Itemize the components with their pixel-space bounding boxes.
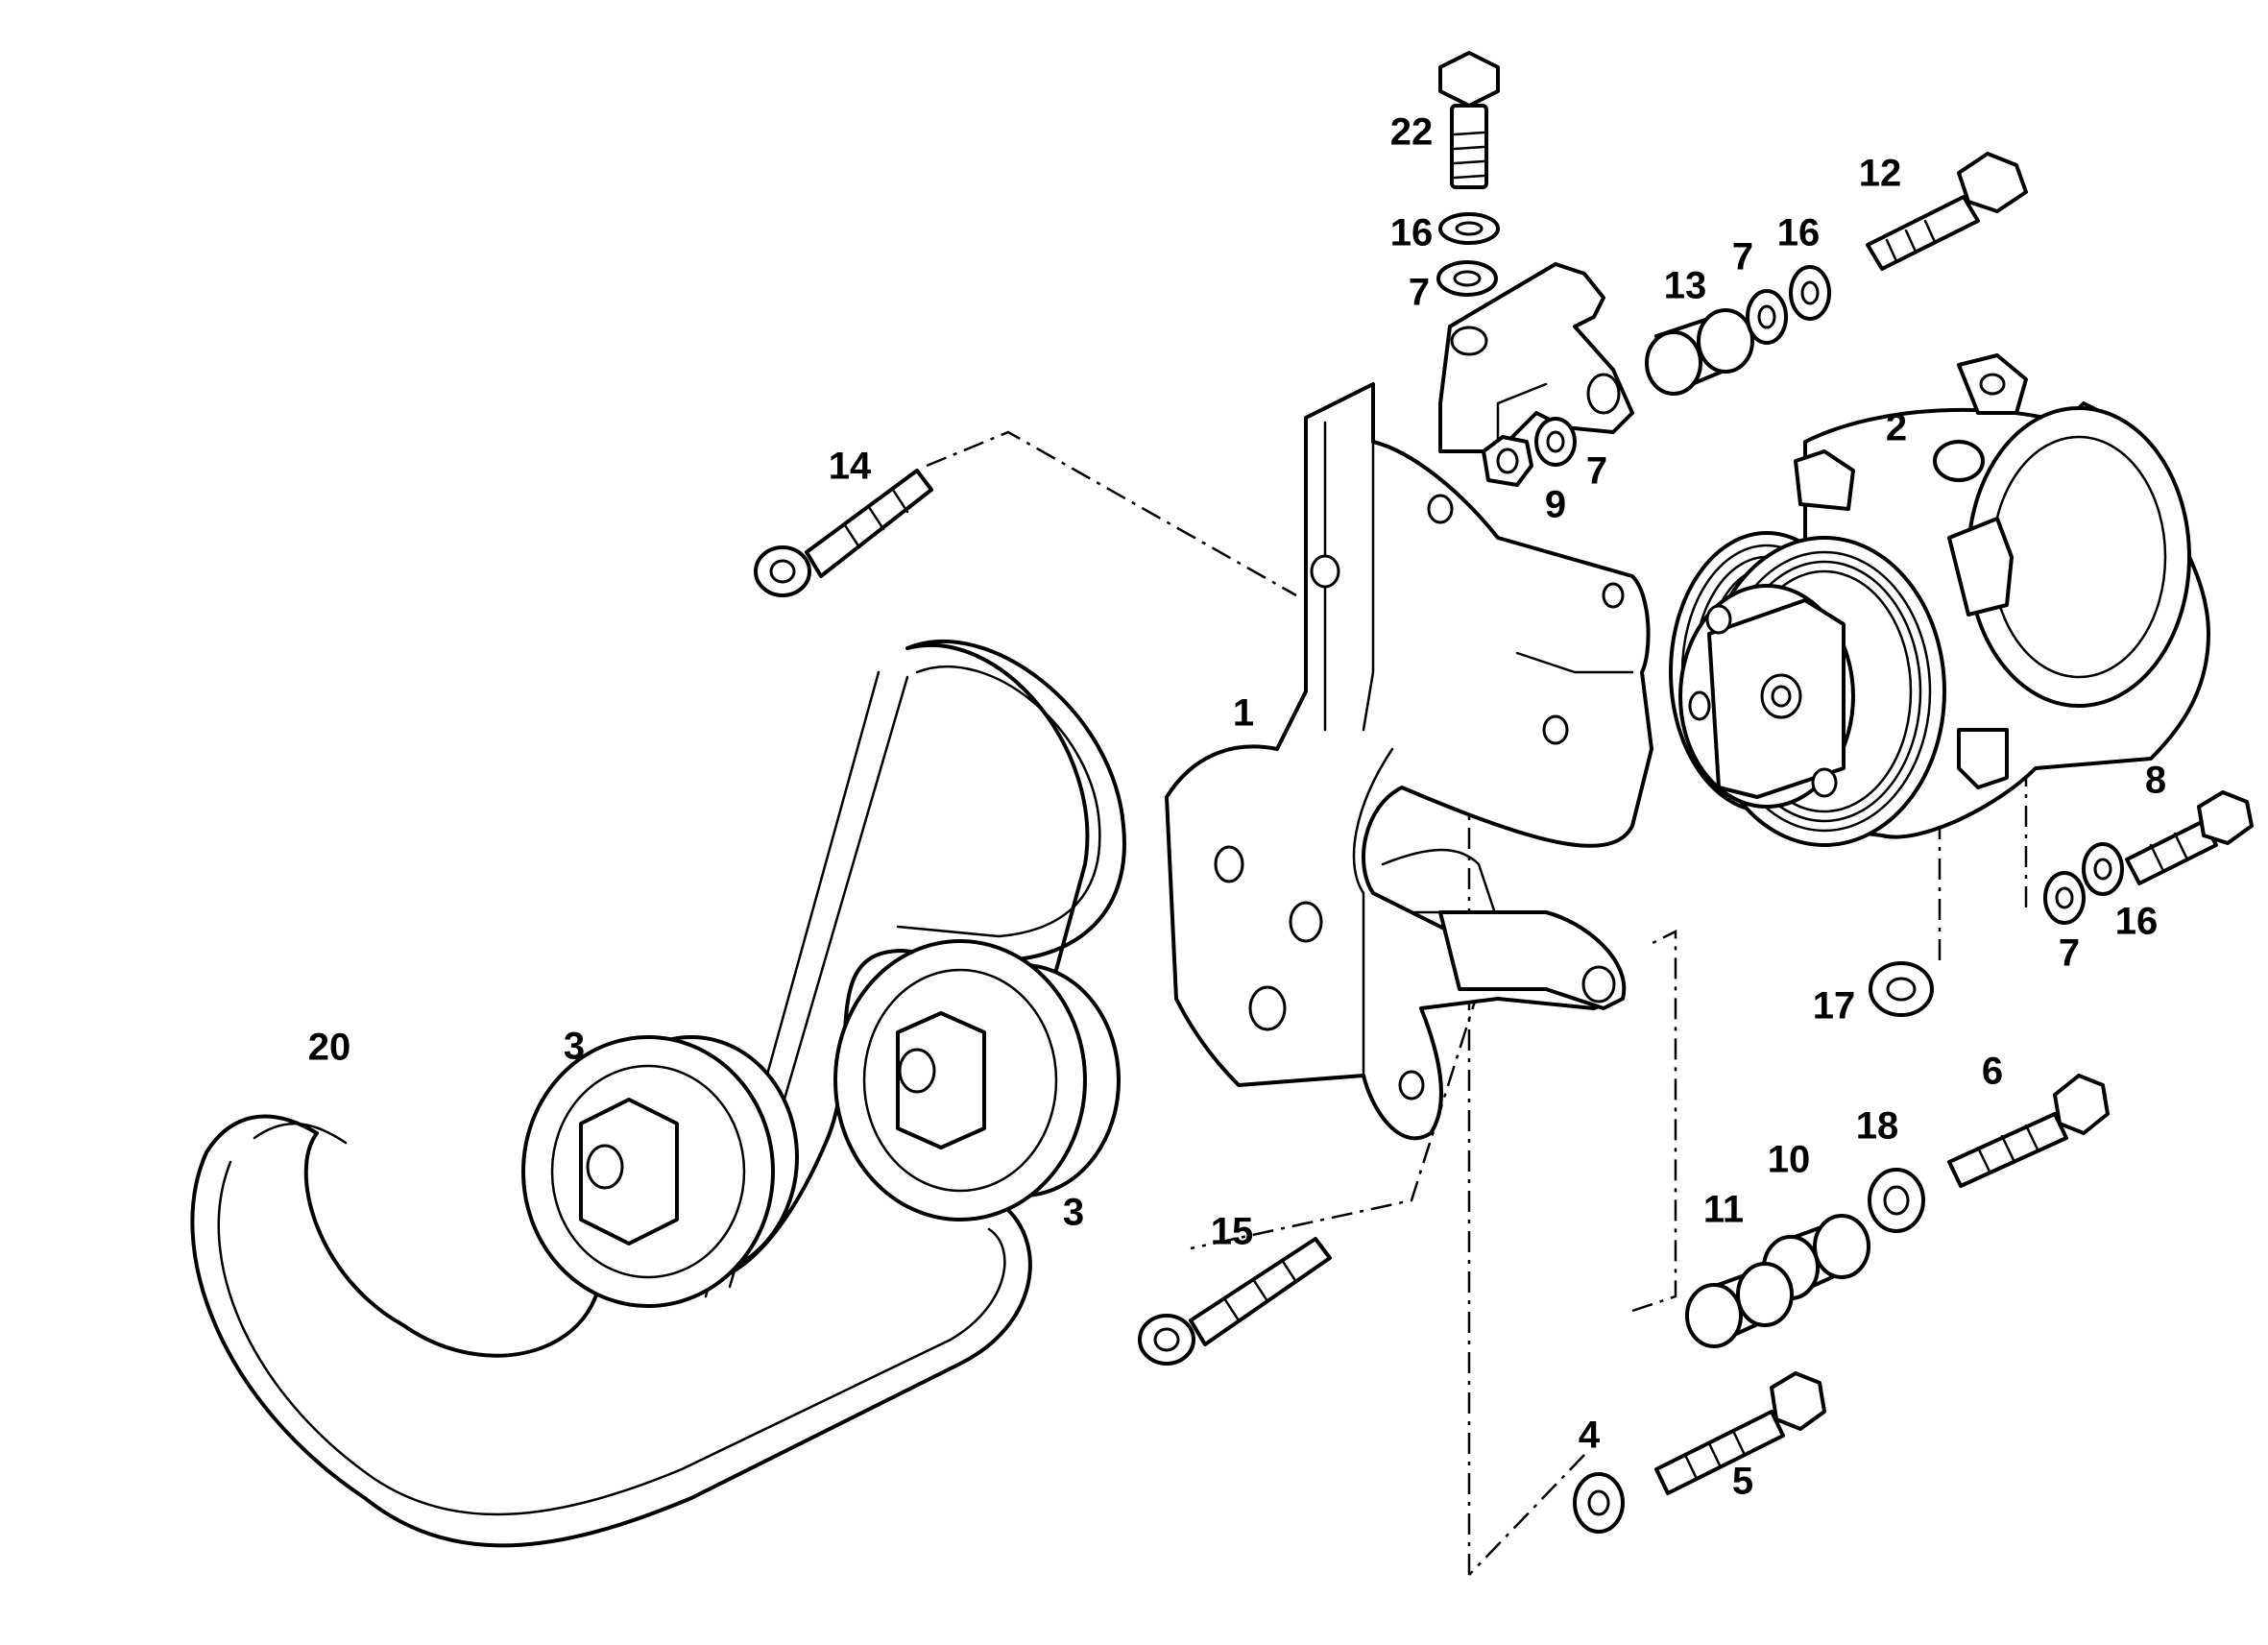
washer-18 [1868,1168,1925,1233]
callout-7-mid: 7 [1586,450,1607,493]
washer-7-upper-right [1746,289,1788,345]
callout-2: 2 [1886,407,1907,449]
callout-7-upper-right: 7 [1732,236,1753,278]
washer-4 [1573,1472,1625,1534]
bolt-14 [754,469,933,597]
callout-labels: 1 2 3 3 4 5 6 7 7 7 7 8 9 10 11 12 13 14… [308,111,2166,1503]
washer-16-upper-right [1789,265,1831,321]
callout-1: 1 [1233,692,1254,735]
bolt-12 [1866,152,2028,271]
callout-15: 15 [1211,1211,1254,1253]
callout-9: 9 [1545,484,1566,526]
idler-pulley-left [521,1035,799,1308]
callout-5: 5 [1732,1461,1753,1503]
spacer-10 [1762,1214,1870,1300]
bolt-15 [1138,1237,1332,1366]
callout-13: 13 [1664,265,1707,307]
callout-4: 4 [1579,1415,1601,1457]
bolt-22 [1438,51,1500,189]
callout-16-top: 16 [1390,212,1434,254]
washer-7-right [2043,871,2086,925]
idler-pulley-right [833,939,1121,1222]
ac-compressor [1669,353,2210,847]
nut-9 [1482,435,1533,487]
callout-10: 10 [1768,1139,1811,1181]
callout-22: 22 [1390,111,1434,154]
callout-16-upper-right: 16 [1777,212,1821,254]
washer-7-mid [1534,417,1577,467]
spacer-11 [1685,1262,1794,1348]
washer-16-right [2082,842,2124,896]
bolt-5 [1654,1371,1826,1495]
callout-17: 17 [1813,985,1856,1028]
callout-7-top: 7 [1409,272,1430,314]
nut-17 [1869,961,1934,1017]
callout-3-left: 3 [564,1026,585,1068]
callout-3-right: 3 [1063,1192,1084,1234]
callout-12: 12 [1859,153,1902,195]
washer-7-top [1436,260,1498,297]
callout-14: 14 [829,446,872,488]
callout-8: 8 [2145,760,2166,802]
callout-20: 20 [308,1027,351,1069]
bolt-6 [1947,1074,2110,1188]
mounting-bracket [1165,262,1653,1141]
callout-16-right: 16 [2115,901,2159,943]
callout-11: 11 [1703,1189,1744,1231]
callout-6: 6 [1982,1051,2003,1093]
bolt-8 [2125,790,2254,885]
spacer-13 [1645,308,1754,396]
washer-16-top [1438,212,1500,245]
callout-18: 18 [1856,1105,1899,1148]
callout-7-right: 7 [2059,932,2080,975]
